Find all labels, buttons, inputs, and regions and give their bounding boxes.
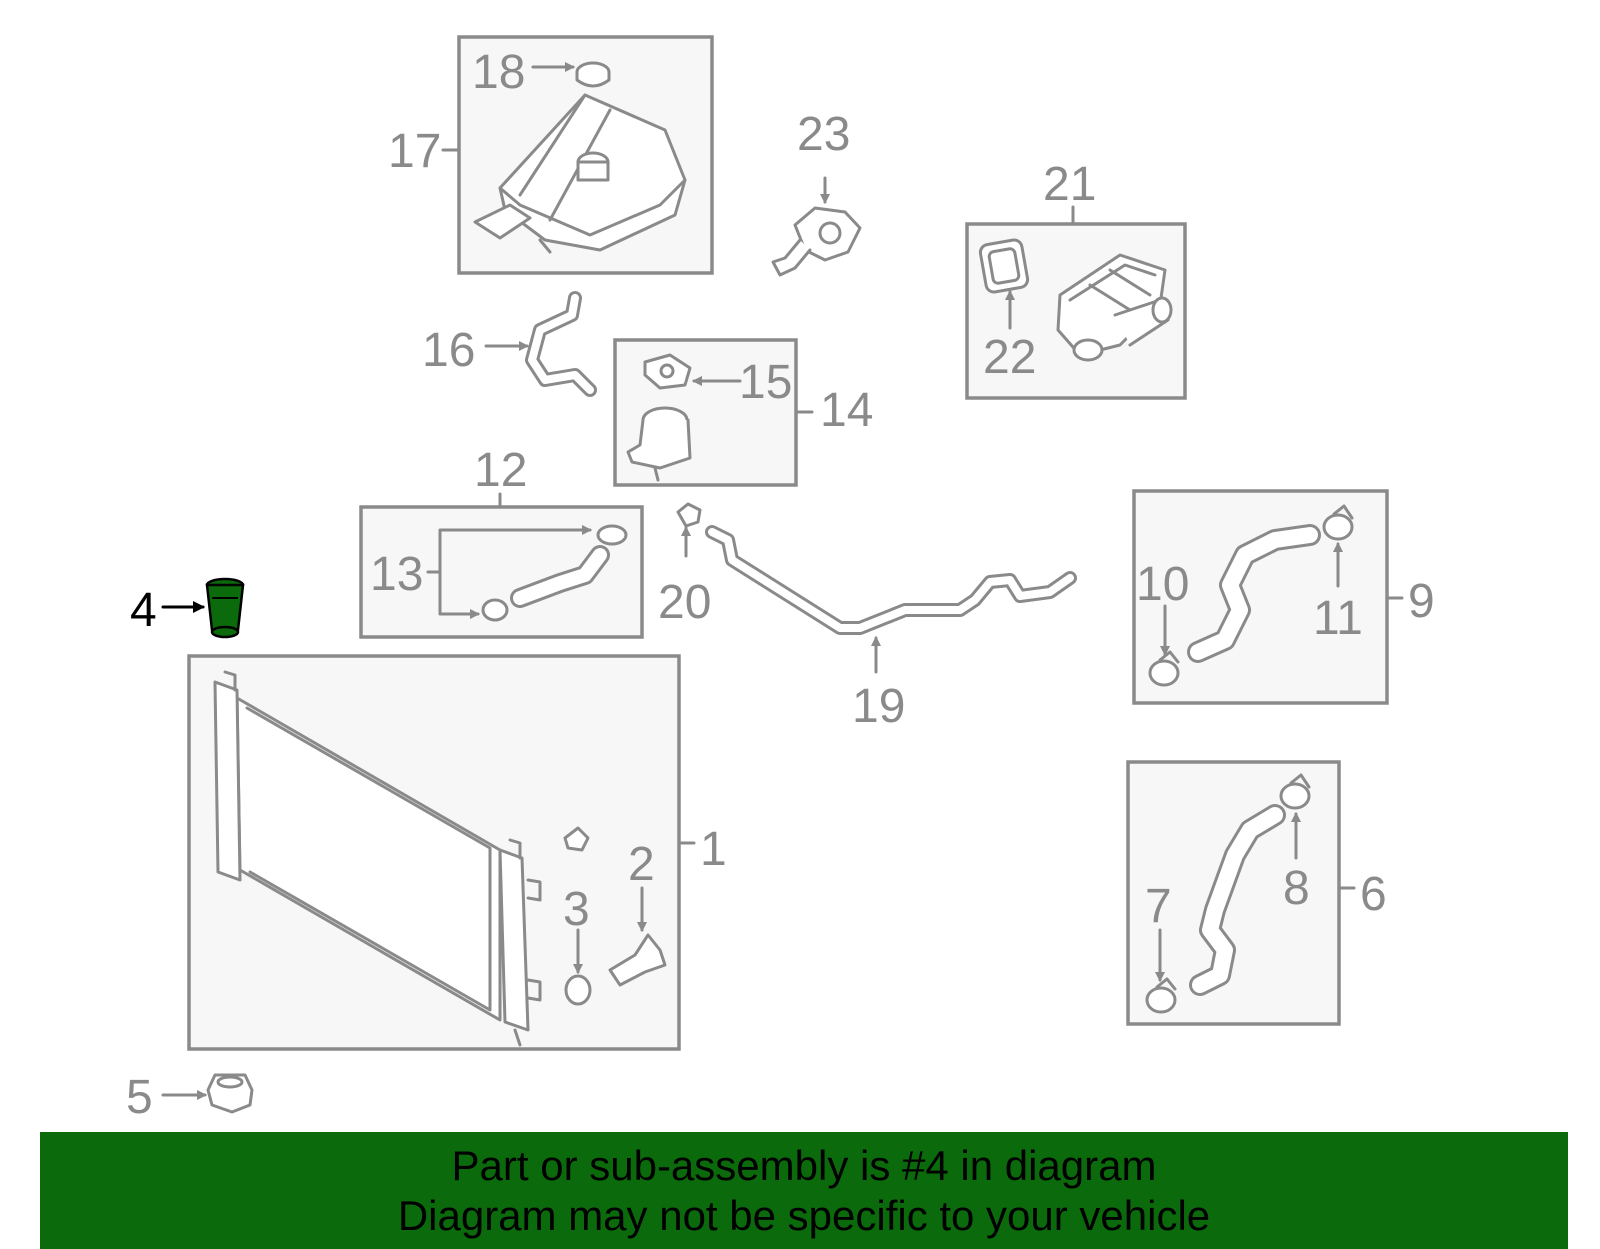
hose-6-clamp-8-part[interactable] [1279, 773, 1311, 810]
callout-19: 19 [852, 680, 905, 733]
radiator-core-part[interactable] [213, 670, 542, 1047]
radiator-cap-part[interactable] [206, 1073, 254, 1114]
hose-9-group [1132, 489, 1389, 705]
banner-line-2: Diagram may not be specific to your vehi… [397, 1191, 1211, 1239]
hose-12-clamp-upper-part[interactable] [596, 524, 628, 546]
callout-6: 6 [1360, 868, 1387, 921]
filler-neck-part[interactable] [626, 406, 692, 482]
callout-9: 9 [1408, 575, 1435, 628]
highlighted-part-4[interactable] [205, 577, 245, 639]
callout-7: 7 [1145, 880, 1172, 933]
hose-12-clamp-lower-part[interactable] [481, 598, 509, 622]
hose-6-part[interactable] [1189, 804, 1286, 996]
reservoir-hose-part[interactable] [525, 291, 597, 397]
hose-6-clamp-7-part[interactable] [1145, 977, 1177, 1014]
callout-10: 10 [1136, 558, 1189, 611]
callout-11: 11 [1313, 592, 1363, 645]
callout-1: 1 [700, 823, 727, 876]
filler-neck-group [613, 338, 798, 487]
callout-13: 13 [370, 548, 423, 601]
callout-15: 15 [739, 356, 792, 409]
thermostat-housing-part[interactable] [1056, 253, 1173, 362]
filler-cap-part[interactable] [643, 353, 692, 390]
hose-12-group [359, 505, 644, 639]
drain-cock-part[interactable] [608, 933, 667, 987]
reservoir-group [457, 35, 714, 275]
hose-12-part[interactable] [510, 545, 610, 608]
callout-3: 3 [563, 883, 590, 936]
callout-16: 16 [422, 324, 475, 377]
callout-20: 20 [658, 576, 711, 629]
callout-12: 12 [474, 444, 527, 497]
callout-21: 21 [1043, 158, 1096, 211]
callout-18: 18 [472, 46, 525, 99]
callout-2: 2 [628, 838, 655, 891]
hose-9-clamp-11-part[interactable] [1322, 504, 1354, 541]
banner-line-1: Part or sub-assembly is #4 in diagram [451, 1141, 1157, 1189]
reservoir-cap-part[interactable] [575, 61, 611, 88]
callout-14: 14 [820, 384, 873, 437]
callout-8: 8 [1283, 862, 1310, 915]
radiator-group [187, 654, 681, 1051]
info-banner: Part or sub-assembly is #4 in diagram Di… [40, 1132, 1568, 1249]
bypass-pipe-part[interactable] [705, 525, 1077, 635]
hose-9-clamp-10-part[interactable] [1148, 650, 1180, 687]
thermostat-group [965, 222, 1187, 400]
callout-22: 22 [983, 331, 1036, 384]
reservoir-tank-part[interactable] [473, 93, 687, 254]
drain-oring-part[interactable] [564, 974, 592, 1006]
callout-4: 4 [130, 584, 157, 637]
callout-23: 23 [797, 108, 850, 161]
water-outlet-part[interactable] [771, 206, 862, 277]
callout-17: 17 [388, 125, 441, 178]
callout-5: 5 [126, 1071, 153, 1124]
bleeder-clip-part[interactable] [676, 502, 702, 528]
drain-plug-part[interactable] [563, 826, 590, 852]
thermostat-gasket-part[interactable] [978, 238, 1030, 294]
hose-9-part[interactable] [1187, 524, 1321, 663]
